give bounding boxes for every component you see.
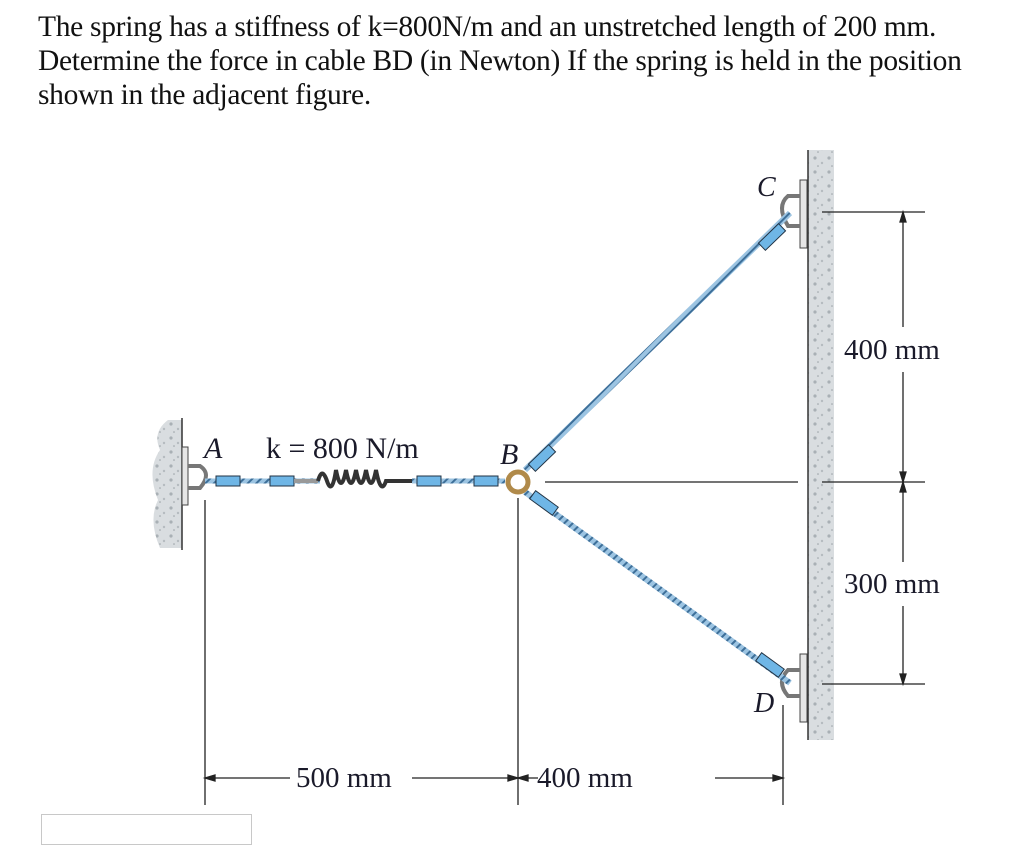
cable-bc xyxy=(522,210,793,473)
question-line-1: The spring has a stiffness of k=800N/m a… xyxy=(38,11,937,43)
anchor-c xyxy=(780,194,800,228)
spring-assembly xyxy=(205,469,505,489)
point-a-label: A xyxy=(202,432,223,465)
dimension-lines xyxy=(202,209,925,805)
point-b-label: B xyxy=(500,438,518,471)
spring-coil xyxy=(316,469,412,489)
dim-400mm-vertical-label: 400 mm xyxy=(844,334,940,366)
cable-bd xyxy=(523,489,792,686)
dim-300mm-label: 300 mm xyxy=(844,568,940,600)
question-line-3: shown in the adjacent figure. xyxy=(38,79,371,111)
spring-stiffness-label: k = 800 N/m xyxy=(266,432,419,465)
ring-b xyxy=(505,469,531,495)
question-line-2: Determine the force in cable BD (in Newt… xyxy=(38,45,962,77)
dim-400mm-horizontal-label: 400 mm xyxy=(537,762,633,794)
anchor-d xyxy=(780,668,800,698)
question-text: The spring has a stiffness of k=800N/m a… xyxy=(38,10,1008,112)
left-wall xyxy=(152,418,189,550)
anchor-a xyxy=(188,464,208,490)
answer-input[interactable] xyxy=(41,814,252,845)
dim-500mm-label: 500 mm xyxy=(296,762,392,794)
right-wall xyxy=(799,150,834,740)
point-d-label: D xyxy=(753,688,774,719)
point-c-label: C xyxy=(757,172,776,203)
